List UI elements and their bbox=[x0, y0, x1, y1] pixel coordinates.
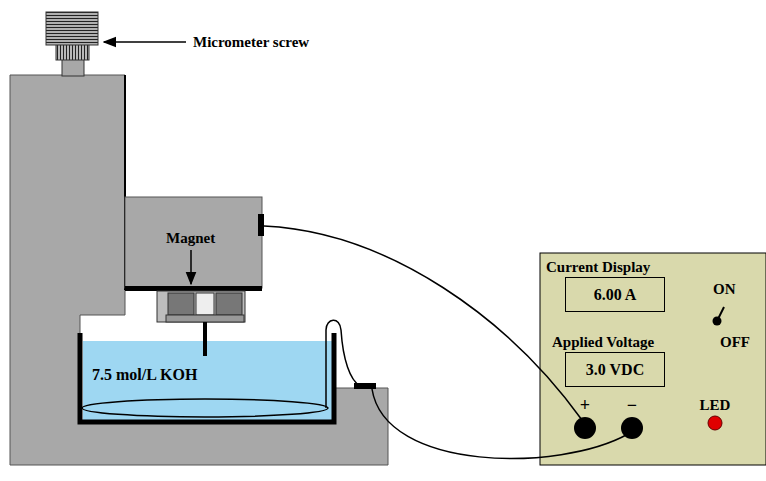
display-heading: Applied Voltage bbox=[552, 334, 654, 350]
text-holder: + bbox=[580, 395, 590, 416]
part-label: Micrometer screw bbox=[193, 34, 309, 50]
part-label: Magnet bbox=[166, 230, 215, 246]
positive-terminal bbox=[574, 417, 596, 439]
panel-label: + bbox=[580, 395, 590, 415]
magnet-block bbox=[216, 293, 242, 315]
label-holder: 7.5 mol/L KOH bbox=[92, 366, 197, 384]
wire bbox=[372, 389, 628, 458]
magnet-holder bbox=[157, 291, 245, 322]
koh-solution bbox=[83, 341, 332, 420]
beaker-wall bbox=[80, 333, 334, 422]
display-heading: Current Display bbox=[546, 259, 650, 275]
display-box: Current Display6.00 A bbox=[565, 277, 665, 312]
led-lamp bbox=[708, 416, 722, 430]
power-supply-panel bbox=[540, 253, 766, 465]
text-holder: LED bbox=[700, 396, 731, 414]
label-holder: Micrometer screw bbox=[193, 33, 309, 51]
text-holder: Current Display bbox=[546, 258, 650, 276]
display-reading: 6.00 A bbox=[594, 286, 637, 304]
switch-pivot bbox=[713, 317, 722, 326]
text-holder: OFF bbox=[720, 333, 750, 351]
power-supply: ONOFF+−LEDCurrent Display6.00 AApplied V… bbox=[540, 253, 766, 465]
leader-arrow bbox=[104, 41, 186, 43]
panel-label: − bbox=[627, 395, 637, 415]
screw-knob bbox=[46, 12, 98, 45]
text-holder: − bbox=[627, 395, 637, 416]
ring-electrode bbox=[82, 399, 328, 417]
electrode-rod bbox=[203, 322, 207, 356]
screw-neck bbox=[62, 58, 84, 76]
panel-label: ON bbox=[713, 281, 736, 297]
label-holder: Magnet bbox=[166, 229, 215, 247]
wire-clamp bbox=[354, 383, 376, 389]
text-holder: Applied Voltage bbox=[552, 333, 654, 351]
panel-label: LED bbox=[700, 397, 731, 413]
display-box: Applied Voltage3.0 VDC bbox=[565, 352, 665, 387]
negative-terminal bbox=[621, 417, 643, 439]
arm-housing bbox=[125, 197, 262, 288]
arm-plate bbox=[125, 286, 262, 291]
text-holder: ON bbox=[713, 280, 736, 298]
magnet-core bbox=[196, 293, 214, 315]
wire bbox=[264, 226, 582, 420]
panel-label: OFF bbox=[720, 334, 750, 350]
wire bbox=[326, 320, 360, 408]
magnet-base bbox=[166, 315, 244, 322]
display-reading: 3.0 VDC bbox=[586, 361, 644, 379]
arm-connector bbox=[258, 214, 264, 236]
leader-arrow bbox=[190, 250, 192, 284]
magnet-block bbox=[168, 293, 194, 315]
screw-sleeve bbox=[56, 44, 89, 60]
stand-body bbox=[10, 75, 388, 465]
part-label: 7.5 mol/L KOH bbox=[92, 366, 197, 383]
